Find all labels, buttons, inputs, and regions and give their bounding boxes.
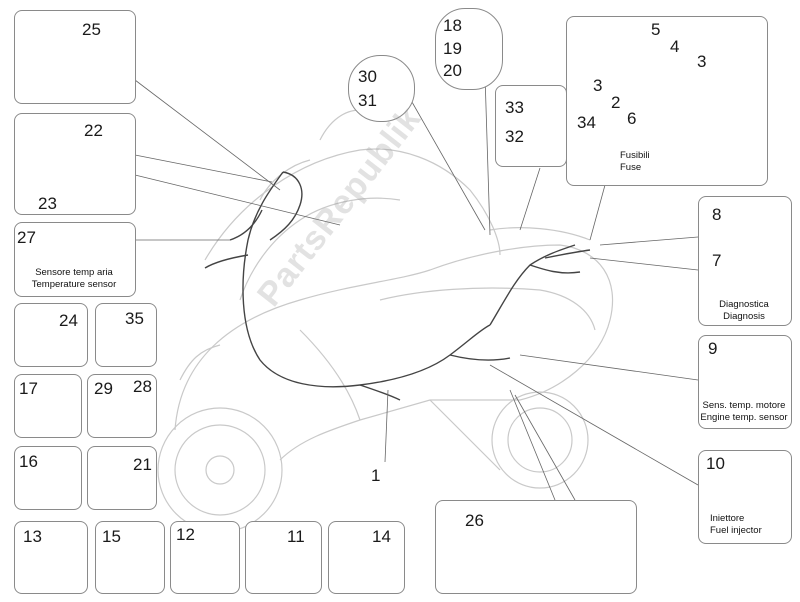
caption-injector-it: Iniettore xyxy=(710,513,745,524)
label-part-11: 11 xyxy=(287,527,305,546)
label-part-12: 12 xyxy=(176,525,195,544)
scooter-outline xyxy=(157,109,614,533)
label-part-6: 6 xyxy=(627,109,637,128)
box-part-13 xyxy=(14,521,88,594)
label-part-8: 8 xyxy=(712,205,722,224)
box-part-29-28 xyxy=(87,374,157,438)
caption-engine-temp: Sens. temp. motore Engine temp. sensor xyxy=(698,400,790,424)
label-part-17: 17 xyxy=(19,379,38,398)
caption-injector-en: Fuel injector xyxy=(710,525,762,536)
label-part-16: 16 xyxy=(19,452,38,471)
caption-air-temp-en: Temperature sensor xyxy=(31,279,117,290)
box-part-35 xyxy=(95,303,157,367)
box-part-16 xyxy=(14,446,82,510)
label-part-35: 35 xyxy=(125,309,144,328)
label-part-7: 7 xyxy=(712,251,722,270)
box-part-22-23 xyxy=(14,113,136,215)
label-part-13: 13 xyxy=(23,527,42,546)
caption-air-temp-it: Sensore temp aria xyxy=(35,267,113,278)
label-part-3: 3 xyxy=(593,76,603,95)
label-part-1: 1 xyxy=(371,466,381,485)
label-part-5: 5 xyxy=(651,20,661,39)
label-part-14: 14 xyxy=(372,527,391,546)
label-part-24: 24 xyxy=(59,311,78,330)
label-part-21: 21 xyxy=(133,455,152,474)
label-part-4: 4 xyxy=(670,37,680,56)
caption-diagnosis-it: Diagnostica xyxy=(719,299,769,310)
caption-air-temp: Sensore temp aria Temperature sensor xyxy=(14,267,134,291)
label-part-25: 25 xyxy=(82,20,101,39)
box-part-11 xyxy=(245,521,322,594)
label-part-23: 23 xyxy=(38,194,57,213)
label-part-27: 27 xyxy=(17,228,36,247)
label-part-3: 3 xyxy=(697,52,707,71)
box-part-7-8 xyxy=(698,196,792,326)
caption-diagnosis-en: Diagnosis xyxy=(723,311,765,322)
label-part-33: 33 xyxy=(505,98,524,117)
label-part-15: 15 xyxy=(102,527,121,546)
label-part-34: 34 xyxy=(577,113,596,132)
label-part-31: 31 xyxy=(358,91,377,110)
label-part-19: 19 xyxy=(443,39,462,58)
box-part-14 xyxy=(328,521,405,594)
label-part-22: 22 xyxy=(84,121,103,140)
wiring-harness xyxy=(204,171,591,401)
caption-diagnosis: Diagnostica Diagnosis xyxy=(698,299,790,323)
box-part-27 xyxy=(14,222,136,297)
box-part-17 xyxy=(14,374,82,438)
caption-engine-temp-en: Engine temp. sensor xyxy=(700,412,788,423)
label-part-29: 29 xyxy=(94,379,113,398)
box-part-15 xyxy=(95,521,165,594)
box-part-30-31 xyxy=(348,55,415,122)
label-part-26: 26 xyxy=(465,511,484,530)
label-part-18: 18 xyxy=(443,16,462,35)
caption-engine-temp-it: Sens. temp. motore xyxy=(702,400,786,411)
box-part-21 xyxy=(87,446,157,510)
box-part-24 xyxy=(14,303,88,367)
caption-fuse-it: Fusibili xyxy=(620,150,650,161)
box-fuses xyxy=(566,16,768,186)
label-part-2: 2 xyxy=(611,93,621,112)
label-part-10: 10 xyxy=(706,454,725,473)
caption-fuse-en: Fuse xyxy=(620,162,642,173)
label-part-20: 20 xyxy=(443,61,462,80)
box-part-18-20 xyxy=(435,8,503,90)
caption-injector: Iniettore Fuel injector xyxy=(710,513,762,537)
caption-fuse: Fusibili Fuse xyxy=(620,150,650,174)
box-part-25 xyxy=(14,10,136,104)
label-part-32: 32 xyxy=(505,127,524,146)
box-part-9 xyxy=(698,335,792,429)
label-part-30: 30 xyxy=(358,67,377,86)
label-part-28: 28 xyxy=(133,377,152,396)
box-part-12 xyxy=(170,521,240,594)
box-part-26 xyxy=(435,500,637,594)
label-part-9: 9 xyxy=(708,339,718,358)
box-part-10 xyxy=(698,450,792,544)
leader-lines xyxy=(134,74,699,501)
